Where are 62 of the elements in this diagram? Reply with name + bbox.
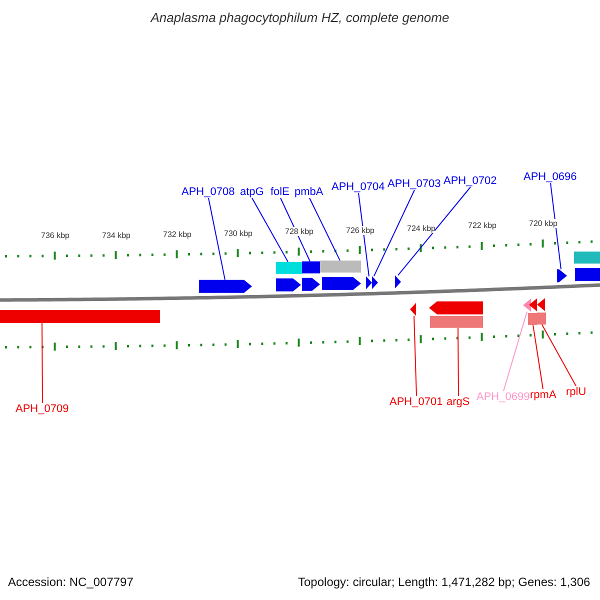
gene-block xyxy=(302,278,320,291)
leader-line xyxy=(458,327,459,396)
scale-label: 734 kbp xyxy=(102,230,130,240)
diagram-title: Anaplasma phagocytophilum HZ, complete genome xyxy=(149,10,450,25)
scale-label: 736 kbp xyxy=(41,231,70,240)
gene-label: rplU xyxy=(566,386,586,398)
scale-label: 724 kbp xyxy=(407,224,436,233)
gene-block xyxy=(199,280,252,293)
gene-label: pmbA xyxy=(294,186,324,198)
gene-region-bar xyxy=(575,268,600,282)
footer-text: Accession: NC_007797 xyxy=(8,575,134,589)
gene-label: APH_0699 xyxy=(476,391,530,403)
leader-line xyxy=(550,182,562,270)
leader-line xyxy=(42,322,43,404)
gene-region-bar xyxy=(430,316,483,328)
gene-label: APH_0702 xyxy=(444,175,497,187)
leader-line xyxy=(532,324,544,390)
leader-line xyxy=(208,198,226,280)
leader-line xyxy=(414,315,417,396)
leader-line xyxy=(280,198,310,262)
gene-region-bar xyxy=(0,310,160,323)
gene-label: APH_0696 xyxy=(524,171,577,183)
gene-block xyxy=(523,298,531,312)
scale-label: 730 kbp xyxy=(224,228,252,238)
gene-label: argS xyxy=(446,396,470,408)
scale-label: 732 kbp xyxy=(163,230,192,239)
gene-label: rpmA xyxy=(530,389,556,401)
gene-block xyxy=(395,275,401,288)
gene-block xyxy=(557,269,567,282)
gene-block xyxy=(529,298,537,312)
scale-label: 722 kbp xyxy=(468,221,496,230)
leader-line xyxy=(503,311,528,392)
scale-label: 720 kbp xyxy=(529,219,558,228)
gene-block xyxy=(276,278,301,292)
gene-region-bar xyxy=(528,312,537,325)
gene-label: atpG xyxy=(240,186,264,198)
leader-line xyxy=(252,198,288,262)
gene-block xyxy=(366,276,372,290)
gene-label: APH_0704 xyxy=(332,181,385,193)
gene-block xyxy=(410,302,416,316)
gene-label: APH_0708 xyxy=(182,186,235,198)
scale-label: 728 kbp xyxy=(285,227,314,236)
gene-region-bar xyxy=(574,252,600,264)
leader-line xyxy=(358,192,370,277)
leader-line xyxy=(542,324,576,386)
gene-block xyxy=(537,298,545,312)
gene-block xyxy=(429,301,483,314)
scale-label: 726 kbp xyxy=(346,226,374,235)
leader-line xyxy=(309,198,340,262)
gene-region-bar xyxy=(302,261,320,274)
gene-region-bar xyxy=(320,260,361,273)
gene-region-bar xyxy=(276,262,302,274)
leader-line xyxy=(398,186,471,276)
footer-text: Topology: circular; Length: 1,471,282 bp; Genes: 1,306 xyxy=(298,575,590,589)
gene-label: folE xyxy=(270,186,290,198)
gene-block xyxy=(322,277,361,290)
gene-region-bar xyxy=(537,312,546,325)
gene-label: APH_0703 xyxy=(388,178,441,190)
gene-block xyxy=(372,276,378,290)
gene-label: APH_0701 xyxy=(390,396,443,408)
gene-label: APH_0709 xyxy=(16,403,69,415)
leader-line xyxy=(374,190,415,277)
